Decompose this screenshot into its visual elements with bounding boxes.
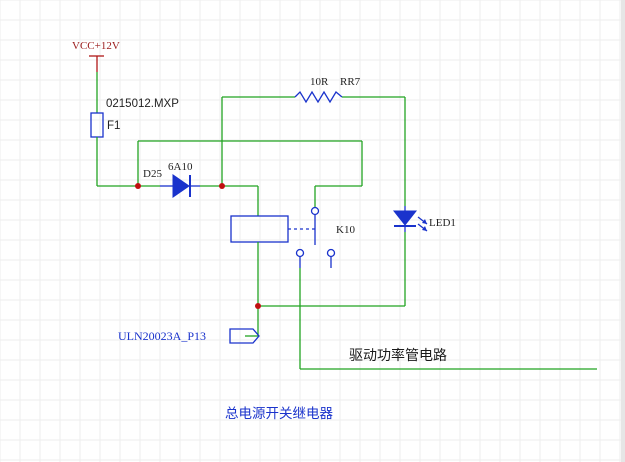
diode-value: 6A10 (168, 161, 193, 173)
led-designator: LED1 (429, 217, 456, 229)
resistor-rr7[interactable] (294, 90, 343, 104)
junction-dot (135, 183, 141, 189)
drive-net-label: 驱动功率管电路 (349, 347, 447, 364)
junction-dot (219, 183, 225, 189)
relay-k10-switch[interactable] (295, 206, 336, 269)
junction-dot (255, 303, 261, 309)
relay-designator: K10 (336, 224, 355, 236)
resistor-designator: RR7 (340, 76, 361, 88)
resistor-value: 10R (310, 76, 329, 88)
schematic-caption: 总电源开关继电器 (225, 406, 333, 422)
net-port-flag[interactable] (229, 328, 260, 344)
fuse-part-number: 0215012.MXP (106, 98, 179, 110)
power-net-label: VCC+12V (72, 40, 120, 52)
net-port-label: ULN20023A_P13 (118, 329, 206, 343)
fuse-f1[interactable] (90, 112, 104, 138)
power-symbol[interactable] (89, 55, 104, 72)
diode-d25[interactable] (160, 174, 200, 198)
led-led1[interactable] (392, 206, 428, 232)
fuse-designator: F1 (107, 120, 120, 132)
window-edge (621, 0, 625, 462)
diode-designator: D25 (143, 168, 162, 180)
